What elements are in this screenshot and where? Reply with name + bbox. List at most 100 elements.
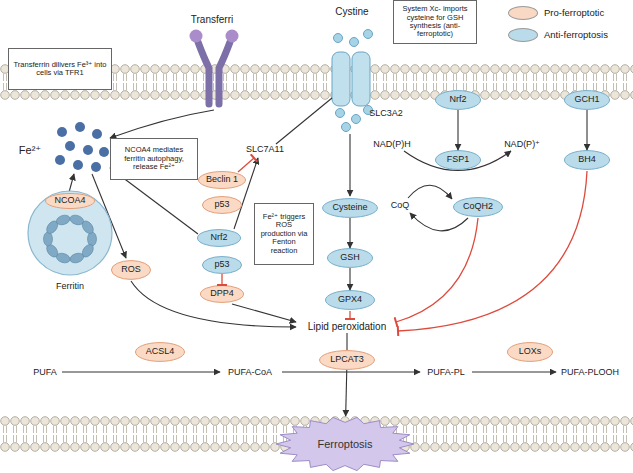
legend-swatch <box>508 6 538 20</box>
bh4-inhibition <box>398 171 587 331</box>
anti-ferroptotic-node: BH4 <box>564 150 610 170</box>
cystine-dot <box>350 38 359 47</box>
cystine-dot <box>352 115 361 124</box>
node-text: p53 <box>214 200 229 210</box>
pro-ferroptotic-node: NCOA4 <box>45 193 95 209</box>
arrow-connector <box>346 370 347 416</box>
ellipse-shape <box>111 261 150 280</box>
ferritin-circle: FerritinNCOA4 <box>26 189 114 293</box>
cystine-dot <box>364 30 373 39</box>
anti-ferroptotic-node: CoQH2 <box>453 197 503 217</box>
ellipse-shape <box>320 351 375 370</box>
inhibition-connector <box>221 274 222 285</box>
node-text: Beclin 1 <box>206 175 238 185</box>
pathway-label: SLC7A11 <box>246 145 284 154</box>
ellipse-shape <box>564 151 609 170</box>
arrow-connector <box>349 218 350 248</box>
node-text: BH4 <box>578 155 596 165</box>
iron-dot <box>65 141 75 151</box>
receptor-arm <box>198 42 209 104</box>
legend-text: Anti-ferroptosis <box>544 30 608 40</box>
pathway-label: NAD(P)⁺ <box>504 140 540 149</box>
lipid-leader <box>346 333 347 350</box>
pro-ferroptotic-node: LOXs <box>507 342 553 362</box>
iron-dot <box>83 145 93 155</box>
pathway-label: PUFA-CoA <box>228 368 272 377</box>
pro-ferroptotic-node: Beclin 1 <box>198 171 246 189</box>
transporter-unit <box>332 52 350 106</box>
node-text: Fe²⁺ triggers ROS production via Fenton … <box>258 213 310 255</box>
node-text: System Xc- imports cysteine for GSH synt… <box>397 5 473 39</box>
ellipse-shape <box>198 172 245 189</box>
node-text: GCH1 <box>574 95 599 105</box>
coqh2-inhibition <box>396 218 478 322</box>
node-text: p53 <box>214 260 229 270</box>
node-text: Nrf2 <box>449 95 466 105</box>
pathway-label: CoQ <box>391 201 410 210</box>
inhibition-lines <box>238 158 587 331</box>
ellipse-shape <box>435 151 480 170</box>
iron-dot <box>75 122 85 132</box>
receptor-arm <box>219 42 230 104</box>
node-text: ACSL4 <box>146 347 175 357</box>
pathway-label: Cystine <box>335 7 368 17</box>
iron-dot <box>73 160 83 170</box>
iron-dot <box>55 155 65 165</box>
cystine-uptake-arrow <box>349 134 350 196</box>
transporter-unit <box>352 52 370 106</box>
ellipse-shape <box>323 199 378 218</box>
cystine-dot <box>336 109 345 118</box>
pathway-label: PUFA-PLOOH <box>561 368 619 377</box>
ferritin-subunit <box>69 252 85 265</box>
anti-ferroptotic-node: GPX4 <box>325 290 375 310</box>
ros-arrow <box>131 281 296 327</box>
gpx4-inhibition <box>349 311 350 319</box>
pro-ferroptotic-node: ACSL4 <box>135 342 185 362</box>
ferroptosis-burst: Ferroptosis <box>275 416 415 472</box>
node-text: FSP1 <box>447 155 470 165</box>
ferritin-subunit <box>44 232 53 246</box>
node-text: NCOA4 mediates ferritin autophagy, relea… <box>114 146 194 171</box>
cystine-transporter <box>332 30 373 132</box>
pro-ferroptotic-node: LPCAT3 <box>319 350 375 370</box>
callout-box: Fe²⁺ triggers ROS production via Fenton … <box>254 203 314 265</box>
pathway-label: Lipid peroxidation <box>308 322 386 332</box>
ellipse-shape <box>46 193 95 208</box>
coqh2-cycle-arrow <box>410 213 468 231</box>
ellipse-shape <box>197 230 240 247</box>
coq-reduction-arrow <box>408 185 452 199</box>
node-text: DPP4 <box>210 289 234 299</box>
pro-ferroptotic-node: p53 <box>202 196 242 214</box>
nadph-arrow <box>404 151 511 171</box>
node-text: LOXs <box>519 347 542 357</box>
ellipse-shape <box>202 257 241 274</box>
callout-box: System Xc- imports cysteine for GSH synt… <box>393 0 477 44</box>
anti-ferroptotic-node: p53 <box>202 256 242 274</box>
transferrin-dot <box>226 30 239 43</box>
ferritin-subunit <box>55 214 71 227</box>
acsl4-step-arrow <box>62 371 220 372</box>
ferritin-subunit <box>88 232 97 246</box>
callout-box: Transferrin dilivers Fe³⁺ into cells via… <box>8 48 112 90</box>
legend-text: Pro-ferroptotic <box>544 8 604 18</box>
pathway-label: Transferri <box>191 15 233 25</box>
iron-dot <box>91 162 101 172</box>
ellipse-shape <box>327 249 372 268</box>
anti-ferroptotic-node: FSP1 <box>435 150 481 170</box>
anti-ferroptotic-node: GCH1 <box>564 90 610 110</box>
ellipse-shape <box>326 291 375 310</box>
node-text: Nrf2 <box>210 233 227 243</box>
lpcat3-step-arrow <box>282 371 420 372</box>
transferrin-receptor <box>190 30 239 105</box>
pro-ferroptotic-node: DPP4 <box>200 285 244 303</box>
beclin-inhibition <box>238 158 254 172</box>
callout-box: NCOA4 mediates ferritin autophagy, relea… <box>110 138 198 180</box>
iron-cluster <box>55 122 109 172</box>
ellipse-shape <box>454 198 503 217</box>
ellipse-shape <box>435 91 480 110</box>
arrow-connector <box>586 110 587 150</box>
node-text: CoQH2 <box>463 202 493 212</box>
